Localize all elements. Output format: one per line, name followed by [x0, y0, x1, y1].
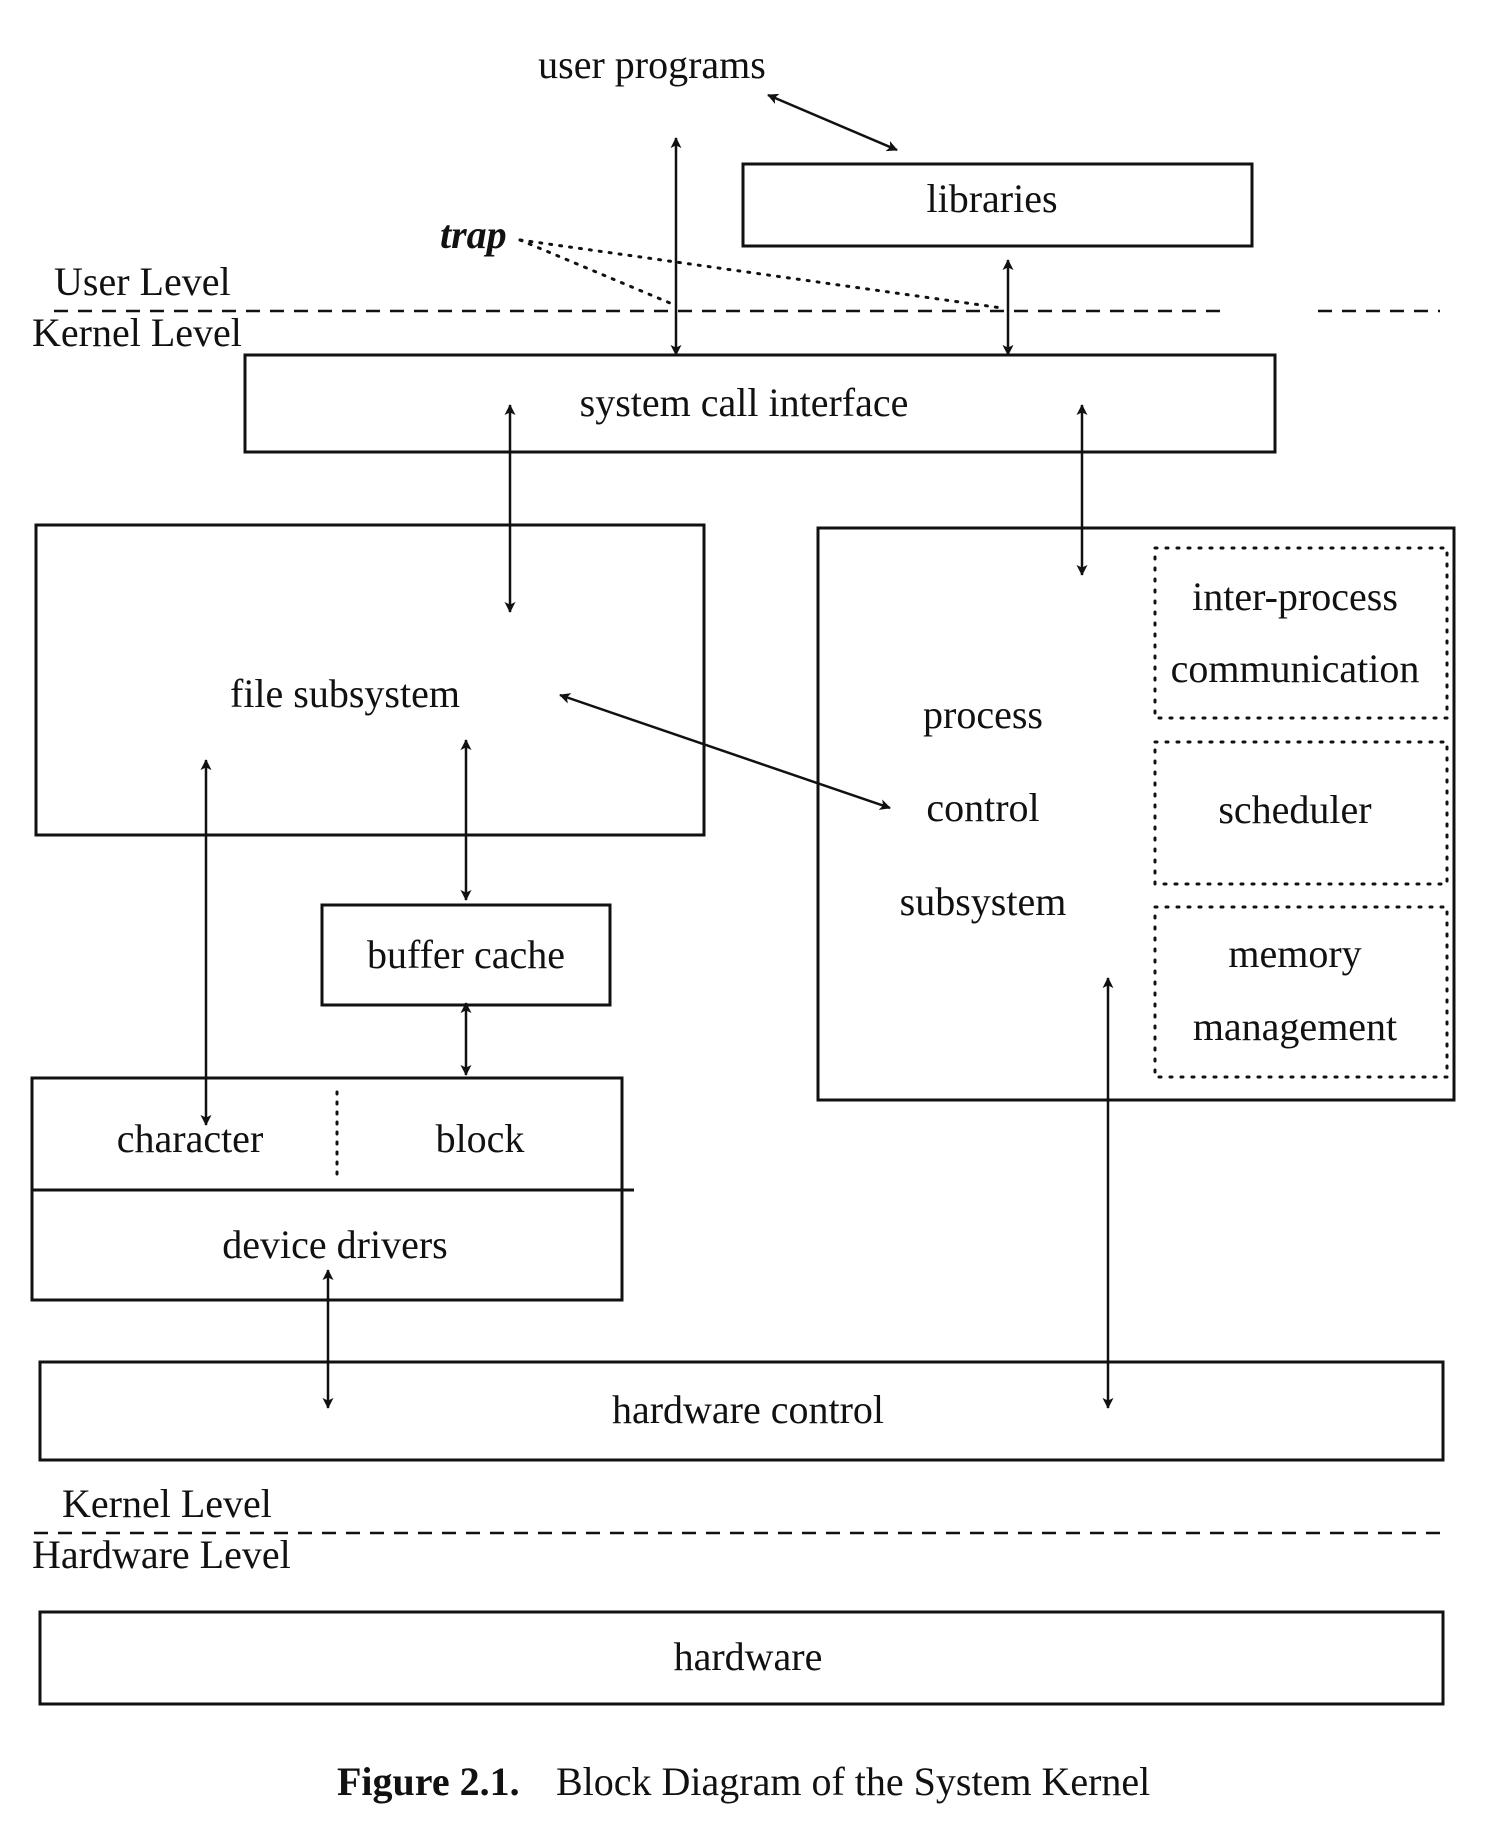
hardware-label: hardware	[674, 1634, 823, 1679]
file-process-arrow	[559, 693, 891, 810]
block-label: block	[436, 1116, 525, 1161]
ipc-label-line1: inter-process	[1192, 574, 1398, 619]
hardware-level-label: Hardware Level	[32, 1532, 291, 1577]
process-control-subsystem-box	[816, 526, 1456, 1102]
device-drivers-label: device drivers	[222, 1222, 447, 1267]
kernel-level-label-bottom: Kernel Level	[62, 1481, 272, 1526]
user-programs-label: user programs	[538, 42, 766, 87]
hardware-box	[38, 1610, 1445, 1706]
memory-label-line1: memory	[1228, 931, 1361, 976]
process-label-line1: process	[923, 692, 1043, 737]
memory-management-box	[1153, 905, 1449, 1079]
trap-line-2	[518, 238, 1004, 310]
hardware-control-label: hardware control	[612, 1387, 884, 1432]
scheduler-box	[1153, 740, 1449, 886]
memory-label-line2: management	[1193, 1004, 1397, 1049]
figure-title: Block Diagram of the System Kernel	[556, 1759, 1150, 1804]
process-label-line2: control	[926, 785, 1039, 830]
user-level-label: User Level	[54, 259, 231, 304]
trap-line-1	[518, 238, 672, 305]
system-call-interface-label: system call interface	[580, 380, 909, 425]
libraries-box	[741, 162, 1254, 248]
trap-label: trap	[440, 212, 507, 257]
kernel-level-label-top: Kernel Level	[32, 310, 242, 355]
process-label-line3: subsystem	[900, 879, 1067, 924]
user-programs-libraries-arrow	[767, 93, 898, 152]
file-subsystem-label: file subsystem	[230, 671, 460, 716]
ipc-label-line2: communication	[1171, 646, 1420, 691]
buffer-cache-label: buffer cache	[367, 932, 565, 977]
system-call-interface-box	[243, 353, 1277, 454]
figure-number: Figure 2.1.	[337, 1759, 520, 1804]
character-label: character	[117, 1116, 264, 1161]
scheduler-label: scheduler	[1218, 787, 1371, 832]
libraries-label: libraries	[926, 176, 1057, 221]
inter-process-communication-box	[1153, 546, 1449, 720]
hardware-control-box	[38, 1360, 1445, 1462]
file-subsystem-box	[34, 523, 706, 837]
